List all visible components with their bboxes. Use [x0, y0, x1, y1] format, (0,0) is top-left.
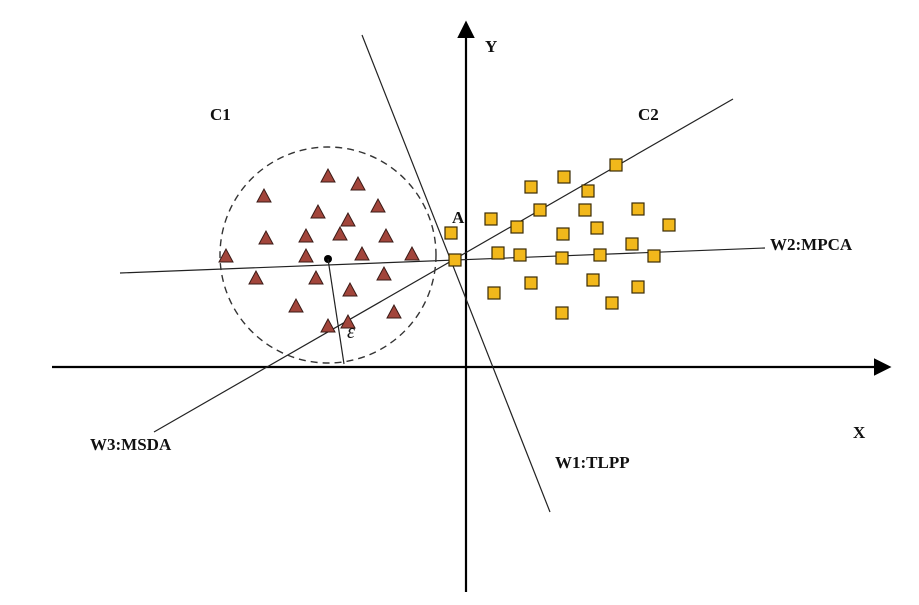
c2-square-point — [533, 203, 547, 217]
c1-triangle-point — [340, 211, 356, 227]
epsilon-radius-line — [327, 258, 345, 365]
point-a-label: A — [452, 208, 465, 227]
w3-msda-label: W3:MSDA — [90, 435, 172, 454]
c1-triangle-point — [258, 229, 274, 245]
x-axis-label: X — [853, 423, 866, 442]
c1-triangle-point — [350, 175, 366, 191]
c1-triangle-point — [298, 227, 314, 243]
c2-square-point — [609, 158, 623, 172]
w1-tlpp-line — [361, 34, 551, 513]
c1-triangle-point — [370, 197, 386, 213]
c1-triangle-point — [320, 317, 336, 333]
c1-triangle-point — [288, 297, 304, 313]
epsilon-label: ε — [347, 321, 355, 343]
c1-triangle-points — [218, 167, 420, 333]
c2-square-point — [513, 248, 527, 262]
c1-triangle-point — [298, 247, 314, 263]
c2-square-point — [647, 249, 661, 263]
c1-triangle-point — [308, 269, 324, 285]
c2-square-point — [593, 248, 607, 262]
c2-square-point — [631, 202, 645, 216]
c1-triangle-point — [354, 245, 370, 261]
c2-square-point — [557, 170, 571, 184]
c1-triangle-point — [332, 225, 348, 241]
c2-square-point — [510, 220, 524, 234]
c2-square-point — [631, 280, 645, 294]
c1-triangle-point — [248, 269, 264, 285]
c2-square-point — [487, 286, 501, 300]
c2-square-point — [448, 253, 462, 267]
c1-triangle-point — [342, 281, 358, 297]
c1-triangle-point — [218, 247, 234, 263]
c2-square-point — [590, 221, 604, 235]
c2-square-point — [524, 276, 538, 290]
c2-square-point — [556, 227, 570, 241]
cluster-c1-label: C1 — [210, 105, 231, 124]
c2-square-point — [524, 180, 538, 194]
c1-triangle-point — [378, 227, 394, 243]
c2-square-point — [586, 273, 600, 287]
w2-mpca-line — [119, 247, 766, 274]
c1-triangle-point — [386, 303, 402, 319]
c2-square-point — [491, 246, 505, 260]
c1-triangle-point — [320, 167, 336, 183]
c2-square-point — [662, 218, 676, 232]
c2-square-point — [555, 251, 569, 265]
cluster-c2-label: C2 — [638, 105, 659, 124]
c2-square-point — [605, 296, 619, 310]
c1-triangle-point — [404, 245, 420, 261]
c2-square-point — [581, 184, 595, 198]
c1-triangle-point — [340, 313, 356, 329]
y-axis-label: Y — [485, 37, 497, 56]
w3-msda-line — [153, 98, 734, 433]
c2-square-point — [484, 212, 498, 226]
c2-square-point — [625, 237, 639, 251]
c1-triangle-point — [376, 265, 392, 281]
w2-mpca-label: W2:MPCA — [770, 235, 853, 254]
c1-triangle-point — [256, 187, 272, 203]
c1-triangle-point — [310, 203, 326, 219]
c2-square-point — [444, 226, 458, 240]
c2-square-points — [444, 158, 676, 320]
c2-square-point — [555, 306, 569, 320]
c2-square-point — [578, 203, 592, 217]
c1-boundary-circle — [219, 146, 437, 364]
w1-tlpp-label: W1:TLPP — [555, 453, 630, 472]
